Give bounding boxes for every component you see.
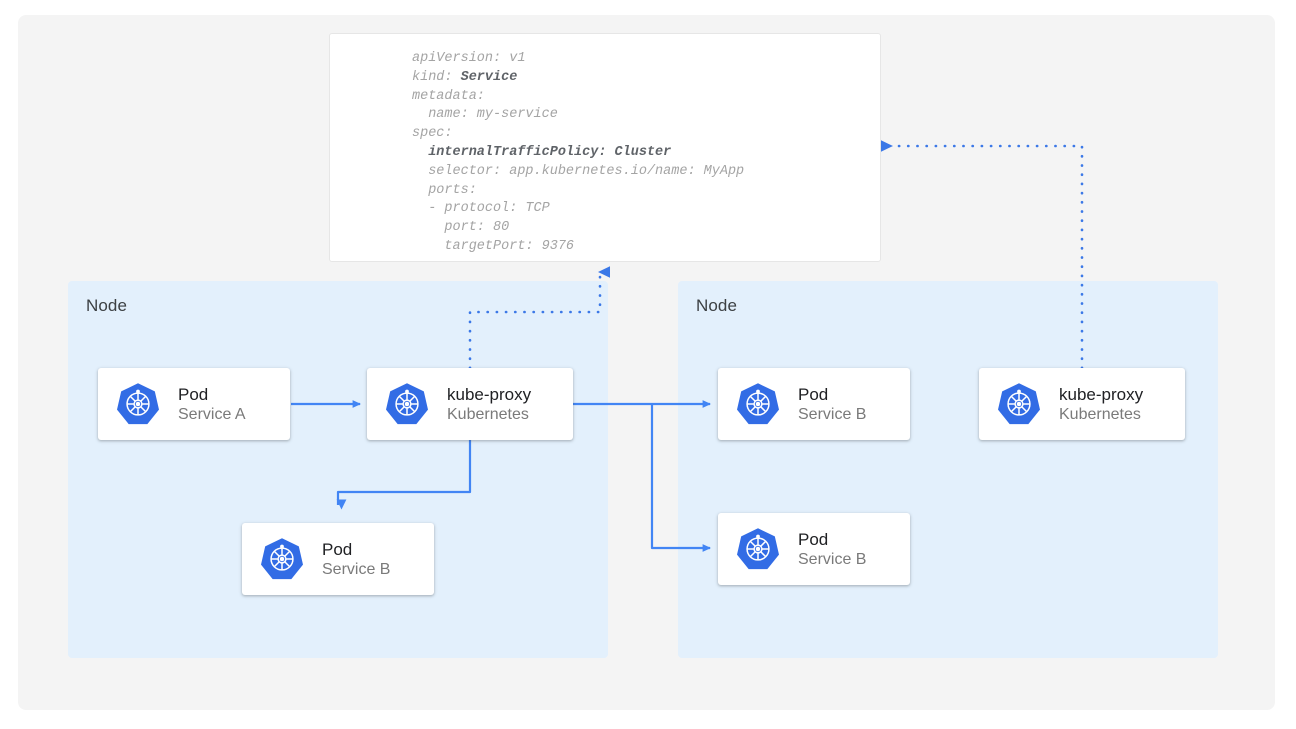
card-title: kube-proxy bbox=[447, 384, 532, 404]
card-subtitle: Service B bbox=[798, 550, 867, 568]
kubernetes-icon bbox=[737, 383, 779, 425]
node-label-left: Node bbox=[86, 296, 128, 315]
card-subtitle: Kubernetes bbox=[447, 405, 529, 423]
card-subtitle: Service B bbox=[322, 560, 391, 578]
card-title: kube-proxy bbox=[1059, 384, 1144, 404]
card-pod-service-b-right-bottom[interactable]: Pod Service B bbox=[718, 513, 910, 585]
card-subtitle: Kubernetes bbox=[1059, 405, 1141, 423]
card-title: Pod bbox=[798, 529, 829, 549]
node-group-left bbox=[68, 281, 608, 658]
card-text: Pod Service A bbox=[178, 384, 246, 425]
card-kube-proxy-right[interactable]: kube-proxy Kubernetes bbox=[979, 368, 1185, 440]
card-title: Pod bbox=[322, 539, 353, 559]
service-manifest-code: apiVersion: v1 kind: Service metadata: n… bbox=[412, 51, 745, 254]
card-text: Pod Service B bbox=[322, 539, 390, 580]
kubernetes-icon bbox=[386, 383, 428, 425]
card-subtitle: Service A bbox=[178, 405, 246, 423]
kubernetes-icon bbox=[737, 528, 779, 570]
kubernetes-icon bbox=[261, 538, 303, 580]
service-manifest-panel: apiVersion: v1 kind: Service metadata: n… bbox=[329, 33, 881, 262]
card-pod-service-b-right-top[interactable]: Pod Service B bbox=[718, 368, 910, 440]
kubernetes-icon bbox=[117, 383, 159, 425]
card-title: Pod bbox=[798, 384, 829, 404]
node-group-right bbox=[678, 281, 1218, 658]
node-label-right: Node bbox=[696, 296, 738, 315]
card-text: Pod Service B bbox=[798, 384, 866, 425]
card-text: Pod Service B bbox=[798, 529, 866, 570]
card-pod-service-b-left[interactable]: Pod Service B bbox=[242, 523, 434, 595]
card-pod-service-a[interactable]: Pod Service A bbox=[98, 368, 290, 440]
card-subtitle: Service B bbox=[798, 405, 867, 423]
card-text: kube-proxy Kubernetes bbox=[1059, 384, 1143, 425]
kubernetes-icon bbox=[998, 383, 1040, 425]
card-title: Pod bbox=[178, 384, 209, 404]
card-text: kube-proxy Kubernetes bbox=[447, 384, 531, 425]
card-kube-proxy-left[interactable]: kube-proxy Kubernetes bbox=[367, 368, 573, 440]
